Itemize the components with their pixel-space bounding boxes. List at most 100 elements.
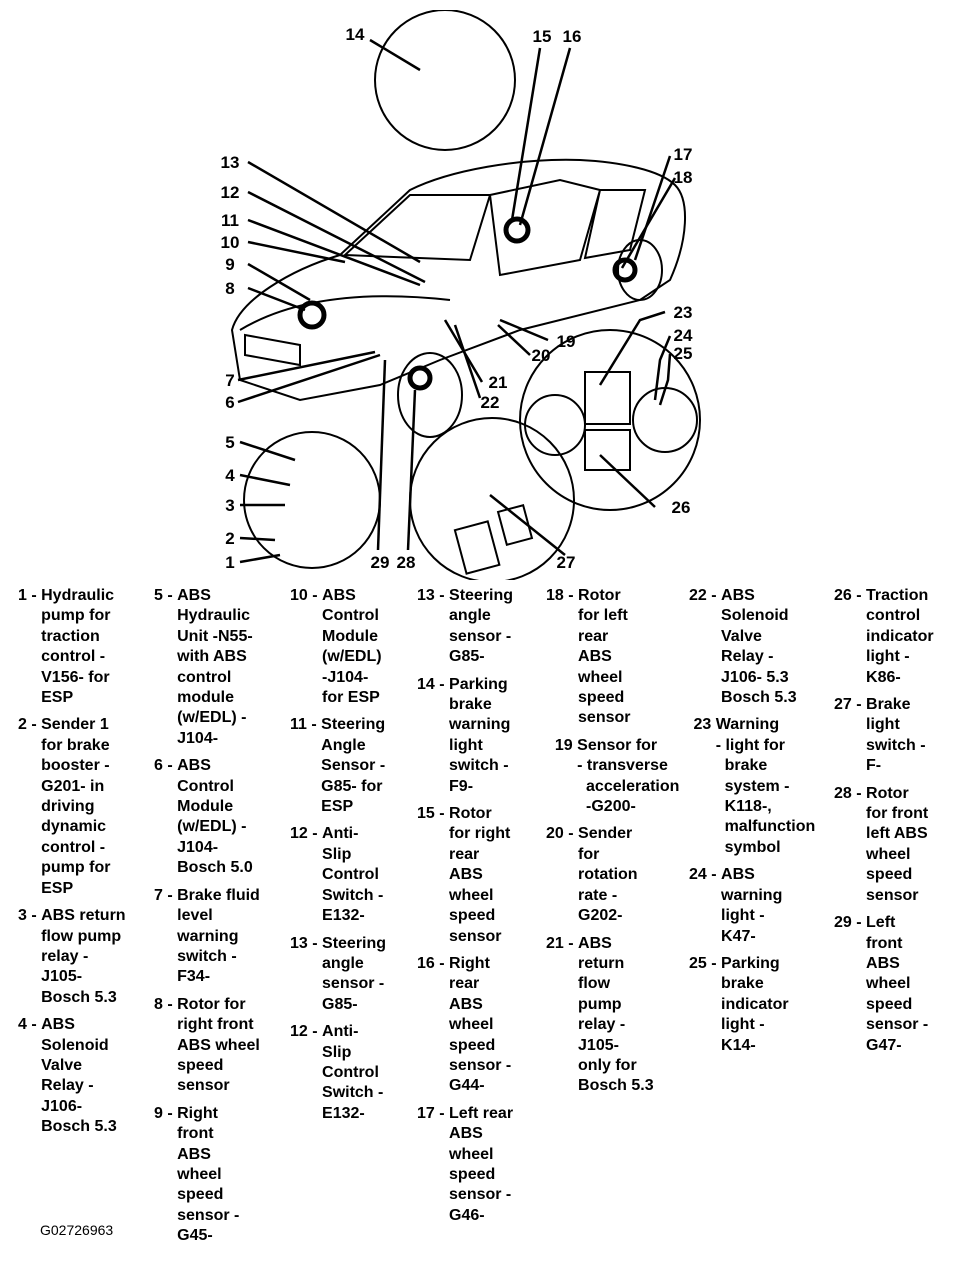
callout-number: 17 <box>674 145 693 164</box>
callout-number: 8 <box>225 279 234 298</box>
legend-entry: 5 - ABS Hydraulic Unit -N55- with ABS co… <box>154 586 260 749</box>
legend-entry: 12 - Anti- Slip Control Switch - E132- <box>290 824 386 926</box>
legend-entry-number: 6 - <box>154 757 178 775</box>
legend-entry-number: 16 - <box>417 954 450 972</box>
legend-entry-number: 28 - <box>834 784 867 802</box>
callout-number: 27 <box>557 553 576 572</box>
legend-entry-number: 3 - <box>18 907 42 925</box>
legend-entry: 15 - Rotor for right rear ABS wheel spee… <box>417 804 513 947</box>
legend-entry: 13 - Steering angle sensor - G85- <box>417 586 513 668</box>
legend-entry-text: ABS warning light - K47- <box>721 866 783 945</box>
legend-entry-text: Sensor for - transverse acceleration -G2… <box>577 736 680 816</box>
legend-entry: 16 - Right rear ABS wheel speed sensor -… <box>417 954 513 1097</box>
legend-entry-text: Hydraulic pump for traction control - V1… <box>41 587 115 707</box>
callout-number: 1 <box>225 553 234 572</box>
legend-entry-text: Brake fluid level warning switch - F34- <box>177 886 260 986</box>
legend-entry-text: Brake light switch - F- <box>866 696 926 775</box>
legend-entry: 22 - ABS Solenoid Valve Relay - J106- 5.… <box>689 586 815 708</box>
callout-number: 3 <box>225 496 234 515</box>
callout-number: 4 <box>225 466 235 485</box>
legend-entry: 6 - ABS Control Module (w/EDL) - J104- B… <box>154 756 260 878</box>
callout-number: 5 <box>225 433 234 452</box>
legend-column-1: 1 - Hydraulic pump for traction control … <box>18 586 126 1145</box>
callout-number: 29 <box>371 553 390 572</box>
legend-entry: 18 - Rotor for left rear ABS wheel speed… <box>546 586 679 729</box>
callout-number: 9 <box>225 255 234 274</box>
legend-entry-text: Rotor for front left ABS wheel speed sen… <box>866 784 929 904</box>
side-windows-outline <box>488 178 647 277</box>
legend-entry-number: 29 - <box>834 914 867 932</box>
car-body-outline <box>230 158 687 402</box>
legend-entry-number: 22 - <box>689 587 722 604</box>
warning-lamp-panel <box>584 371 631 425</box>
legend-entry: 19 Sensor for - transverse acceleration … <box>546 736 680 818</box>
legend-entry: 17 - Left rear ABS wheel speed sensor - … <box>417 1104 513 1226</box>
legend-entry-number: 21 - <box>546 934 579 952</box>
image-code: G02726963 <box>40 1222 114 1238</box>
brake-pedal <box>453 520 501 575</box>
legend-entry-text: Rotor for right front ABS wheel speed se… <box>177 995 260 1095</box>
legend-entry-number: 4 - <box>18 1016 42 1034</box>
legend-entry: 26 - Traction control indicator light - … <box>834 586 934 688</box>
legend-entry: 8 - Rotor for right front ABS wheel spee… <box>154 995 260 1097</box>
legend-entry-text: Anti- Slip Control Switch - E132- <box>322 825 384 925</box>
legend-entry-text: Steering Angle Sensor - G85- for ESP <box>321 716 386 816</box>
callout-number: 11 <box>221 211 239 230</box>
legend-entry: 9 - Right front ABS wheel speed sensor -… <box>154 1104 260 1247</box>
callout-number: 28 <box>397 553 416 572</box>
rotor-left-front <box>407 365 433 391</box>
legend-entry-text: Steering angle sensor - G85- <box>322 934 387 1013</box>
callout-number: 13 <box>221 153 240 172</box>
hood-line <box>239 295 451 331</box>
legend-entry: 14 - Parking brake warning light switch … <box>417 675 513 797</box>
legend-entry: 10 - ABS Control Module (w/EDL) -J104- f… <box>290 586 386 708</box>
legend-entry-text: ABS Control Module (w/EDL) - J104- Bosch… <box>177 757 253 877</box>
legend-entry-number: 15 - <box>417 805 450 823</box>
component-legend: 1 - Hydraulic pump for traction control … <box>0 586 953 1256</box>
callout-number: 23 <box>674 303 693 322</box>
legend-entry-text: ABS return flow pump relay - J105- only … <box>578 934 654 1095</box>
indicator-lamp-panel <box>584 429 631 471</box>
legend-entry-number: 9 - <box>154 1104 178 1122</box>
legend-entry-number: 13 - <box>290 934 323 952</box>
callout-number: 2 <box>225 529 234 548</box>
legend-entry-text: Rotor for right rear ABS wheel speed sen… <box>449 805 511 945</box>
legend-entry: 7 - Brake fluid level warning switch - F… <box>154 886 260 988</box>
legend-entry-text: ABS Solenoid Valve Relay - J106- 5.3 Bos… <box>721 587 797 707</box>
legend-entry-text: Sender for rotation rate - G202- <box>578 825 638 925</box>
legend-entry-text: Steering angle sensor - G85- <box>449 587 514 666</box>
callout-number: 19 <box>557 332 576 351</box>
legend-entry-number: 5 - <box>154 587 178 604</box>
legend-entry-text: Anti- Slip Control Switch - E132- <box>322 1023 384 1122</box>
legend-entry-number: 26 - <box>834 587 867 604</box>
legend-column-4: 13 - Steering angle sensor - G85-14 - Pa… <box>417 586 513 1233</box>
legend-entry-text: Right front ABS wheel speed sensor - G45… <box>177 1104 240 1245</box>
legend-entry-number: 13 - <box>417 587 450 604</box>
callout-number: 24 <box>674 326 693 345</box>
detail-circle-pedals <box>409 417 575 580</box>
callout-number: 14 <box>346 25 365 44</box>
callout-number: 20 <box>532 346 551 365</box>
detail-circle-hydraulic-unit <box>243 431 381 569</box>
callout-number: 22 <box>481 393 500 412</box>
legend-entry-number: 27 - <box>834 696 867 714</box>
accelerator-pedal <box>496 503 534 547</box>
legend-entry-text: Parking brake indicator light - K14- <box>721 954 789 1054</box>
legend-entry: 2 - Sender 1 for brake booster - G201- i… <box>18 715 126 899</box>
legend-entry-text: Rotor for left rear ABS wheel speed sens… <box>578 587 631 727</box>
detail-circle-instrument-cluster <box>519 329 701 511</box>
legend-entry-number: 23 <box>689 716 716 734</box>
legend-entry: 20 - Sender for rotation rate - G202- <box>546 824 679 926</box>
legend-entry-number: 25 - <box>689 954 722 972</box>
legend-entry-number: 19 <box>546 736 578 754</box>
callout-number: 10 <box>221 233 240 252</box>
front-wheel-outline <box>397 352 463 438</box>
legend-entry-number: 12 - <box>290 825 323 843</box>
legend-entry-number: 1 - <box>18 587 42 604</box>
legend-entry-text: Left rear ABS wheel speed sensor - G46- <box>449 1104 514 1224</box>
legend-entry: 28 - Rotor for front left ABS wheel spee… <box>834 784 934 906</box>
legend-entry-text: Warning - light for brake system - K118-… <box>715 716 816 856</box>
legend-column-6: 22 - ABS Solenoid Valve Relay - J106- 5.… <box>689 586 815 1063</box>
legend-entry-number: 10 - <box>290 587 323 604</box>
